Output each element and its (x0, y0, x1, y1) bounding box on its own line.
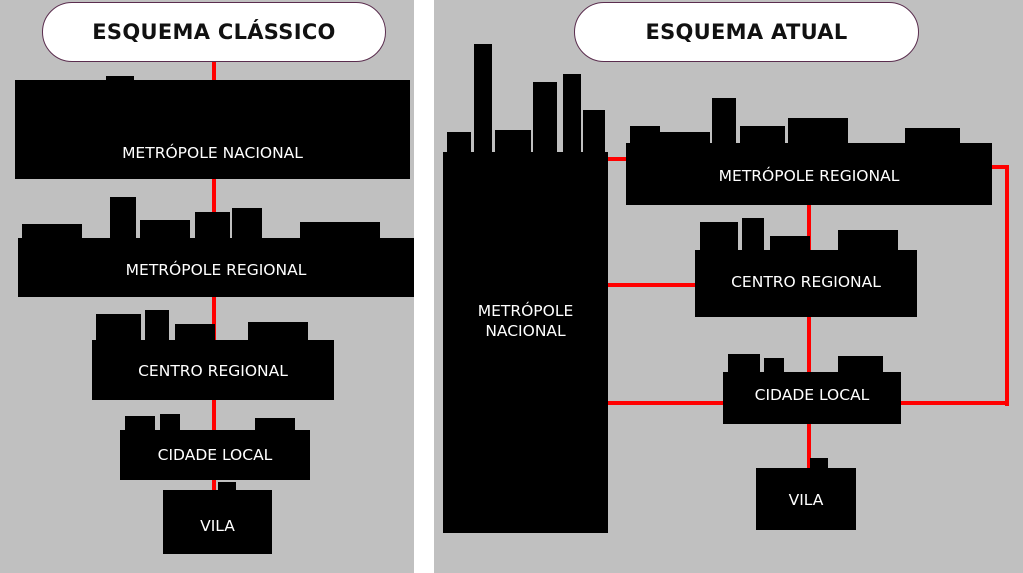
classic-metropole-regional-label: METRÓPOLE REGIONAL (125, 261, 307, 279)
current-metropole-regional-block (626, 143, 992, 205)
current-vertical-connector (807, 204, 811, 474)
current-vila-label: VILA (788, 491, 824, 509)
current-cidade-local-block (723, 372, 901, 424)
current-centro-regional-block (695, 250, 917, 317)
classic-cidade-local-label: CIDADE LOCAL (157, 446, 273, 464)
classic-vila-block (163, 490, 272, 554)
classic-vila-label: VILA (200, 517, 235, 535)
current-scheme-title: ESQUEMA ATUAL (574, 2, 919, 62)
current-vila-block (756, 468, 856, 530)
current-metropole-nacional-label: METRÓPOLE NACIONAL (477, 302, 574, 340)
classic-cidade-local-block (120, 430, 310, 480)
classic-metropole-nacional-label: METRÓPOLE NACIONAL (122, 144, 303, 162)
current-metropole-regional-label: METRÓPOLE REGIONAL (718, 167, 900, 185)
regional-to-cidade-bypass-bottom (900, 401, 1008, 405)
regional-to-cidade-bypass-side (1005, 165, 1009, 406)
current-centro-regional-label: CENTRO REGIONAL (731, 273, 881, 291)
current-metropole-nacional-block (443, 152, 608, 533)
classic-metropole-nacional-block (15, 80, 410, 179)
nacional-to-regional-connector (608, 157, 628, 161)
classic-metropole-regional-block (18, 238, 414, 297)
nacional-to-centro-connector (608, 283, 695, 287)
classic-centro-regional-block (92, 340, 334, 400)
regional-to-cidade-bypass-top (990, 165, 1007, 169)
current-cidade-local-label: CIDADE LOCAL (754, 386, 870, 404)
classic-scheme-title: ESQUEMA CLÁSSICO (42, 2, 386, 62)
nacional-to-cidade-connector (608, 401, 723, 405)
classic-centro-regional-label: CENTRO REGIONAL (138, 362, 288, 380)
